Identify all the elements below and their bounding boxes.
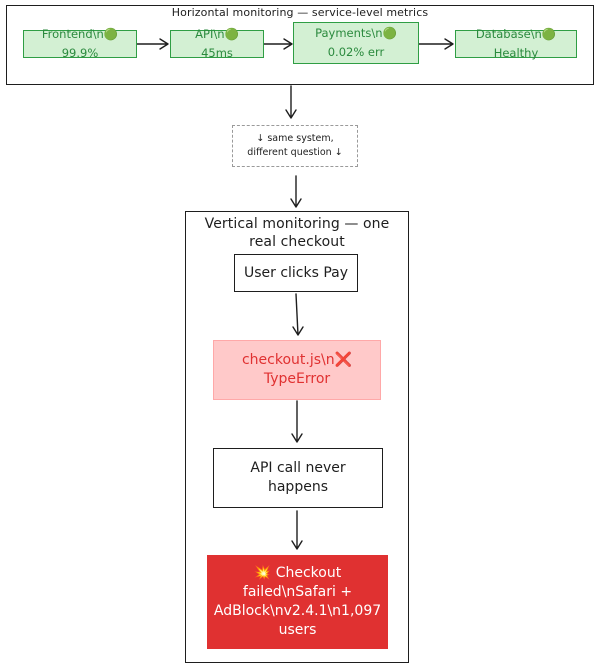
arrow-frame-to-note bbox=[285, 85, 297, 119]
transition-note: ↓ same system, different question ↓ bbox=[232, 125, 358, 167]
checkout-failed-step[interactable]: 💥 Checkout failed\nSafari + AdBlock\nv2.… bbox=[207, 555, 388, 649]
api-call-never-happens-step[interactable]: API call never happens bbox=[213, 448, 383, 508]
frontend-node[interactable]: Frontend\n🟢 99.9% bbox=[23, 27, 137, 60]
checkout-typeerror-step[interactable]: checkout.js\n❌ TypeError bbox=[213, 340, 381, 400]
horizontal-frame-title: Horizontal monitoring — service-level me… bbox=[171, 6, 429, 19]
vertical-frame-title: Vertical monitoring — one real checkout bbox=[204, 216, 390, 250]
vertical-monitoring-frame bbox=[185, 211, 409, 663]
user-clicks-pay-step[interactable]: User clicks Pay bbox=[234, 254, 358, 292]
arrow-note-to-vertical bbox=[290, 175, 302, 208]
payments-node[interactable]: Payments\n🟢 0.02% err bbox=[293, 22, 419, 64]
database-node[interactable]: Database\n🟢 Healthy bbox=[455, 27, 577, 60]
horizontal-monitoring-frame bbox=[6, 5, 594, 85]
api-node[interactable]: API\n🟢 45ms bbox=[170, 27, 264, 60]
